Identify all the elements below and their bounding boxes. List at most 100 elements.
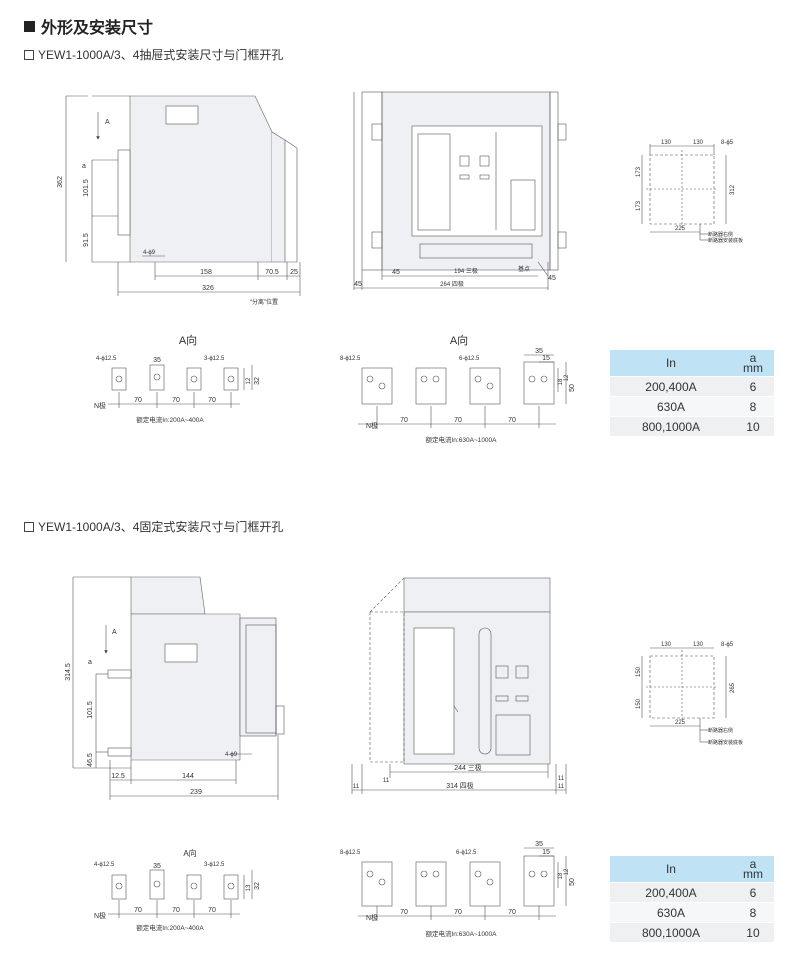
s2-busA-caption: 额定电流In:200A~400A xyxy=(136,923,204,932)
table-cell: 8 xyxy=(731,396,774,417)
s1-cut-w1: 130 xyxy=(661,140,672,146)
table-cell: 200,400A xyxy=(610,882,732,903)
s1-bus-b xyxy=(358,354,567,428)
s2-busA-w: 35 xyxy=(153,863,161,870)
s1-side-view xyxy=(65,95,301,296)
s1-front-ref: 基点 xyxy=(518,265,530,273)
s2-front-right: 11 xyxy=(558,776,565,782)
s2-cut-w2: 130 xyxy=(693,642,704,648)
s2-busA-pole: N极 xyxy=(94,911,106,920)
s2-front-w4: 314 四极 xyxy=(446,781,474,790)
table-cell: 6 xyxy=(731,882,774,903)
s2-side-arrow: A xyxy=(112,629,117,636)
s2-bus-b xyxy=(358,847,567,920)
s1-side-hmid: 101.5 xyxy=(83,179,90,197)
s1-busB-label: A向 xyxy=(450,333,468,347)
s2-busA-h2: 32 xyxy=(254,882,261,890)
s1-busB-holes-r: 6-ϕ12.5 xyxy=(459,356,480,362)
s1-busB-p1: 70 xyxy=(400,417,408,424)
s2-cut-w1: 130 xyxy=(661,642,672,648)
s2-side-d0: 12.5 xyxy=(111,773,125,780)
table-cell: 800,1000A xyxy=(610,416,732,437)
s1-cut-base: 225 xyxy=(675,226,686,232)
s1-front-w4: 264 四极 xyxy=(440,280,464,288)
s2-table-h1: In xyxy=(610,856,732,883)
s1-cut-h2: 173 xyxy=(636,200,642,211)
s1-bus-a xyxy=(108,364,253,408)
s1-busA-holes-l: 4-ϕ12.5 xyxy=(96,356,117,362)
s2-table-h2b: mm xyxy=(742,867,763,881)
s1-cut-holes: 8-ϕ5 xyxy=(721,140,734,146)
s2-side-total: 239 xyxy=(190,789,202,796)
s2-busB-p2: 70 xyxy=(454,909,462,916)
s1-cut-note2: 断路器安装底板 xyxy=(708,237,743,244)
s1-busB-p3: 70 xyxy=(508,417,516,424)
s2-busB-h2: 12 xyxy=(564,868,570,875)
s1-busB-w1: 35 xyxy=(535,348,543,355)
s2-side-hmid: 101.5 xyxy=(87,701,94,719)
s1-busA-pole: N极 xyxy=(94,401,106,410)
s1-cutout xyxy=(641,144,727,241)
s1-cut-w2: 130 xyxy=(693,140,704,146)
s2-front-left2: 11 xyxy=(383,778,390,784)
table-cell: 10 xyxy=(731,416,774,437)
s2-bus-a xyxy=(108,869,253,918)
s2-busA-p3: 70 xyxy=(208,907,216,914)
table-cell: 10 xyxy=(731,922,774,943)
s1-busA-p3: 70 xyxy=(208,397,216,404)
s1-busB-holes-l: 8-ϕ12.5 xyxy=(340,356,361,362)
s1-busB-h1: 18 xyxy=(558,378,564,385)
s2-side-a: a xyxy=(88,659,92,666)
s1-table-h2b: mm xyxy=(742,361,763,375)
s2-busB-p3: 70 xyxy=(508,909,516,916)
s2-busA-p2: 70 xyxy=(172,907,180,914)
s2-front-right2: 11 xyxy=(558,784,565,790)
checkbox-icon xyxy=(24,521,34,532)
table-cell: 6 xyxy=(731,376,774,397)
s2-busB-h3: 50 xyxy=(569,878,576,886)
s1-front-right: 45 xyxy=(548,275,556,282)
section1-title: YEW1-1000A/3、4抽屉式安装尺寸与门框开孔 xyxy=(24,46,283,63)
s2-side-htotal: 314.5 xyxy=(65,663,72,681)
s1-busB-w2: 15 xyxy=(542,355,550,362)
s1-side-total: 326 xyxy=(202,285,214,292)
s2-cut-note2: 断路器安装底板 xyxy=(708,739,743,746)
s1-side-d3: 25 xyxy=(290,269,298,276)
s1-table-h2a: a xyxy=(749,351,757,365)
s1-busA-p2: 70 xyxy=(172,397,180,404)
s1-busB-pole: N极 xyxy=(366,421,378,430)
s2-busB-w2: 15 xyxy=(542,849,550,856)
s2-side-view xyxy=(72,576,285,800)
s1-front-left2: 45 xyxy=(354,281,362,288)
s2-cut-ht: 265 xyxy=(730,682,736,693)
s2-side-d1: 144 xyxy=(182,773,194,780)
s2-busA-holes-l: 4-ϕ12.5 xyxy=(94,862,115,868)
s1-busA-p1: 70 xyxy=(134,397,142,404)
s2-front-w3: 244 三极 xyxy=(454,763,482,772)
s2-cut-h1: 150 xyxy=(636,666,642,677)
s2-busB-caption: 额定电流In:630A~1000A xyxy=(426,929,498,938)
s1-side-a: a xyxy=(82,163,86,170)
s1-busB-p2: 70 xyxy=(454,417,462,424)
s1-busB-h2: 12 xyxy=(564,374,570,381)
table-cell: 8 xyxy=(731,902,774,923)
page-title: 外形及安装尺寸 xyxy=(24,14,153,38)
s1-front-w3: 194 三极 xyxy=(454,267,478,275)
table-cell: 200,400A xyxy=(610,376,732,397)
s2-busA-label: A向 xyxy=(183,848,196,858)
heading-text: 外形及安装尺寸 xyxy=(41,20,154,37)
s1-side-arrow: A xyxy=(105,119,110,126)
s1-busB-caption: 额定电流In:630A~1000A xyxy=(426,435,498,444)
table-cell: 630A xyxy=(610,902,732,923)
s1-side-note: “分离”位置 xyxy=(250,298,278,306)
s1-side-hlow: 91.5 xyxy=(83,233,90,247)
s1-side-d1: 158 xyxy=(200,269,212,276)
